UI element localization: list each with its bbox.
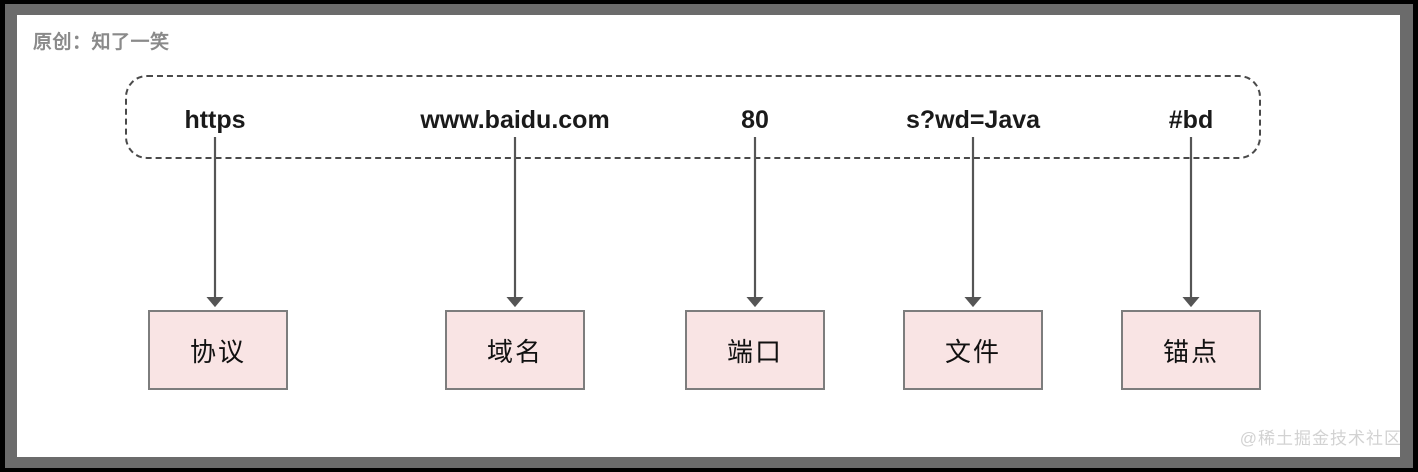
part-box-port: 端口 — [685, 310, 825, 390]
url-segment-host: www.baidu.com — [420, 106, 610, 134]
watermark: @稀土掘金技术社区 — [1239, 429, 1400, 448]
diagram-canvas: 原创：知了一笑 https www.baidu.com 80 s?wd=Java… — [17, 15, 1400, 457]
part-box-protocol: 协议 — [148, 310, 288, 390]
part-box-label-file: 文件 — [944, 337, 1001, 368]
part-box-file: 文件 — [903, 310, 1043, 390]
url-segment-anchor: #bd — [1168, 106, 1214, 134]
url-dashed-container — [125, 75, 1261, 159]
url-segment-port: 80 — [741, 106, 769, 134]
diagram-frame-bevel: 原创：知了一笑 https www.baidu.com 80 s?wd=Java… — [5, 4, 1413, 468]
url-segment-file: s?wd=Java — [905, 106, 1041, 134]
part-box-host: 域名 — [445, 310, 585, 390]
part-box-label-host: 域名 — [486, 337, 543, 368]
credit-text: 原创：知了一笑 — [33, 32, 170, 53]
url-segment-protocol: https — [184, 106, 246, 134]
part-box-label-port: 端口 — [726, 337, 783, 368]
part-box-label-protocol: 协议 — [189, 337, 246, 368]
part-box-label-anchor: 锚点 — [1162, 337, 1219, 368]
part-box-anchor: 锚点 — [1121, 310, 1261, 390]
